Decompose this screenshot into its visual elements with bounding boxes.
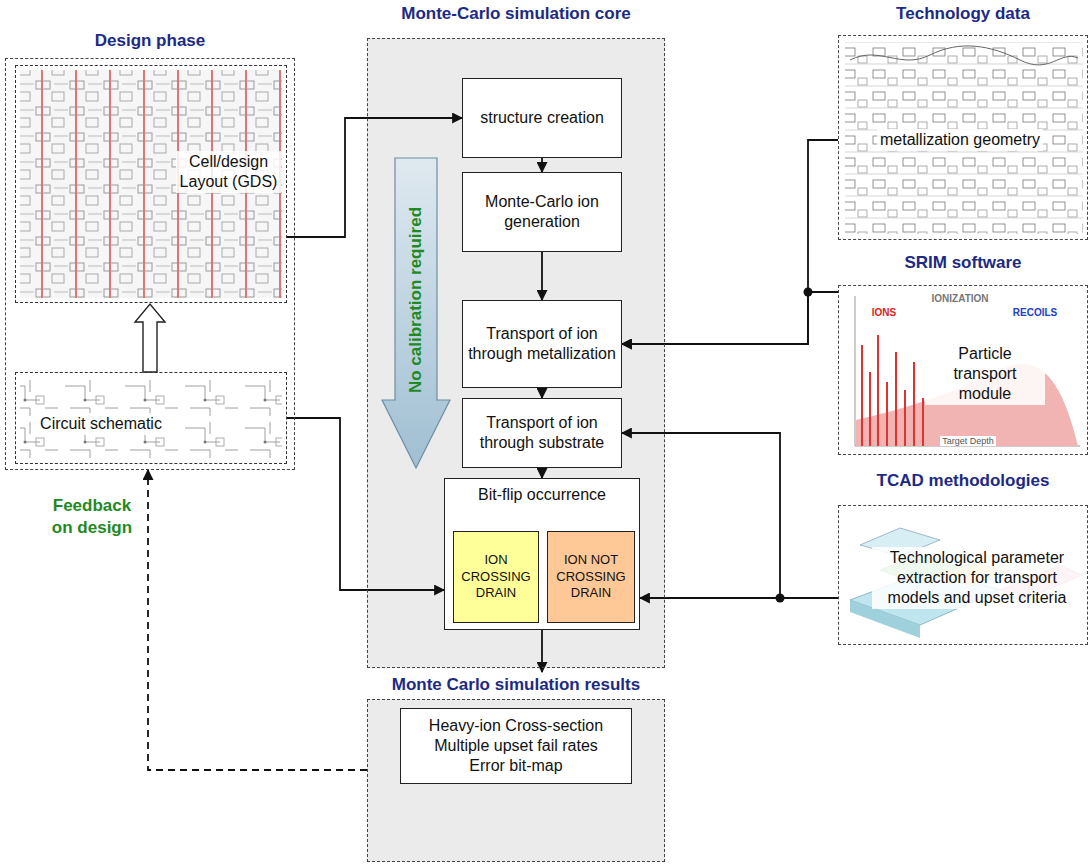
box-text: Error bit-map — [469, 756, 562, 776]
region-frame: TCAD methodologiesTechnological paramete… — [838, 470, 1088, 645]
heading-holder: Technology data — [838, 3, 1088, 24]
box-text: Monte-Carlo ion generation — [467, 192, 617, 232]
overlay-holder: Particle transport module — [925, 332, 1045, 416]
layout-box: Cell/design Layout (GDS) — [15, 65, 287, 303]
connector — [541, 252, 543, 300]
dashed-frame — [5, 58, 295, 470]
process-box: structure creation — [462, 78, 622, 158]
overlay-text: Circuit schematic — [37, 413, 165, 435]
overlay-holder: metallization geometry — [875, 112, 1045, 168]
overlay-text: Technological parameter extraction for t… — [872, 547, 1082, 609]
text-holder: Monte-Carlo ion generation — [467, 192, 617, 232]
connector — [541, 388, 543, 398]
region-frame: Monte Carlo simulation resultsHeavy-ion … — [367, 672, 665, 862]
text-holder: structure creation — [480, 108, 604, 128]
text-holder: Transport of ion through substrate — [467, 413, 617, 453]
text-holder: ION CROSSING DRAIN — [458, 552, 534, 603]
results-box: Heavy-ion Cross-sectionMultiple upset fa… — [400, 708, 632, 784]
decision-box: Bit-flip occurrenceION CROSSING DRAIN ION… — [444, 478, 640, 630]
chart-title: IONIZATION — [931, 293, 988, 304]
box-text: Multiple upset fail rates — [434, 736, 598, 756]
connector — [541, 630, 543, 672]
box-text: ION CROSSING DRAIN — [458, 552, 534, 603]
process-box: Monte-Carlo ion generation — [462, 172, 622, 252]
region-heading: Monte Carlo simulation results — [367, 675, 665, 695]
overlay-text: Cell/design Layout (GDS) — [176, 151, 281, 193]
flow-note: No calibration required — [406, 207, 426, 393]
overlay-holder: Cell/design Layout (GDS) — [176, 136, 281, 208]
connector — [287, 418, 444, 590]
region-frame: Technology data metallization geometry — [838, 3, 1088, 240]
region-frame: Design phaseCell/design Layout (GDS) Circ… — [5, 30, 295, 470]
box-text: ION NOT CROSSING DRAIN — [552, 552, 630, 603]
process-box: Transport of ion through metallization — [462, 300, 622, 388]
chart-legend: IONS — [872, 307, 896, 318]
connector — [287, 118, 462, 237]
process-box: Transport of ion through substrate — [462, 398, 622, 468]
overlay-text: metallization geometry — [877, 129, 1043, 151]
region-heading: Technology data — [838, 4, 1088, 24]
connector — [622, 140, 838, 344]
connector — [541, 468, 543, 478]
edge-label: Feedback on design — [42, 495, 142, 539]
region-frame: SRIM softwareParticle transport module — [838, 252, 1088, 455]
overlay-holder: Circuit schematic — [36, 403, 166, 445]
heading-holder: SRIM software — [838, 252, 1088, 273]
connector — [640, 597, 838, 599]
box-text: structure creation — [480, 108, 604, 128]
heading-holder: Monte Carlo simulation results — [367, 672, 665, 695]
heading-holder: TCAD methodologies — [838, 470, 1088, 491]
region-heading: TCAD methodologies — [838, 471, 1088, 491]
chart-legend: RECOILS — [1013, 307, 1057, 318]
block-arrow — [135, 304, 165, 372]
box-title: Bit-flip occurrence — [445, 485, 639, 505]
heading-holder: Design phase — [5, 30, 295, 51]
connector — [622, 292, 838, 344]
text-holder: Transport of ion through metallization — [467, 324, 617, 364]
heading-holder: Monte-Carlo simulation core — [367, 3, 665, 24]
case-box: ION NOT CROSSING DRAIN — [547, 531, 635, 623]
axis-label: Target Depth — [940, 436, 996, 446]
schematic-box: Circuit schematic — [15, 372, 287, 464]
region-heading: Monte-Carlo simulation core — [367, 4, 665, 24]
box-text: Heavy-ion Cross-section — [429, 716, 603, 736]
overlay-text: Particle transport module — [925, 343, 1045, 405]
text-holder: Heavy-ion Cross-sectionMultiple upset fa… — [429, 716, 603, 776]
box-text: Transport of ion through substrate — [467, 413, 617, 453]
case-box: ION CROSSING DRAIN — [453, 531, 539, 623]
region-heading: Design phase — [5, 31, 295, 51]
connector — [541, 158, 543, 172]
connector — [622, 433, 838, 598]
text-holder: ION NOT CROSSING DRAIN — [552, 552, 630, 603]
overlay-holder: Technological parameter extraction for t… — [872, 525, 1082, 630]
feedback-line — [148, 470, 367, 770]
region-heading: SRIM software — [838, 253, 1088, 273]
box-text: Transport of ion through metallization — [467, 324, 617, 364]
